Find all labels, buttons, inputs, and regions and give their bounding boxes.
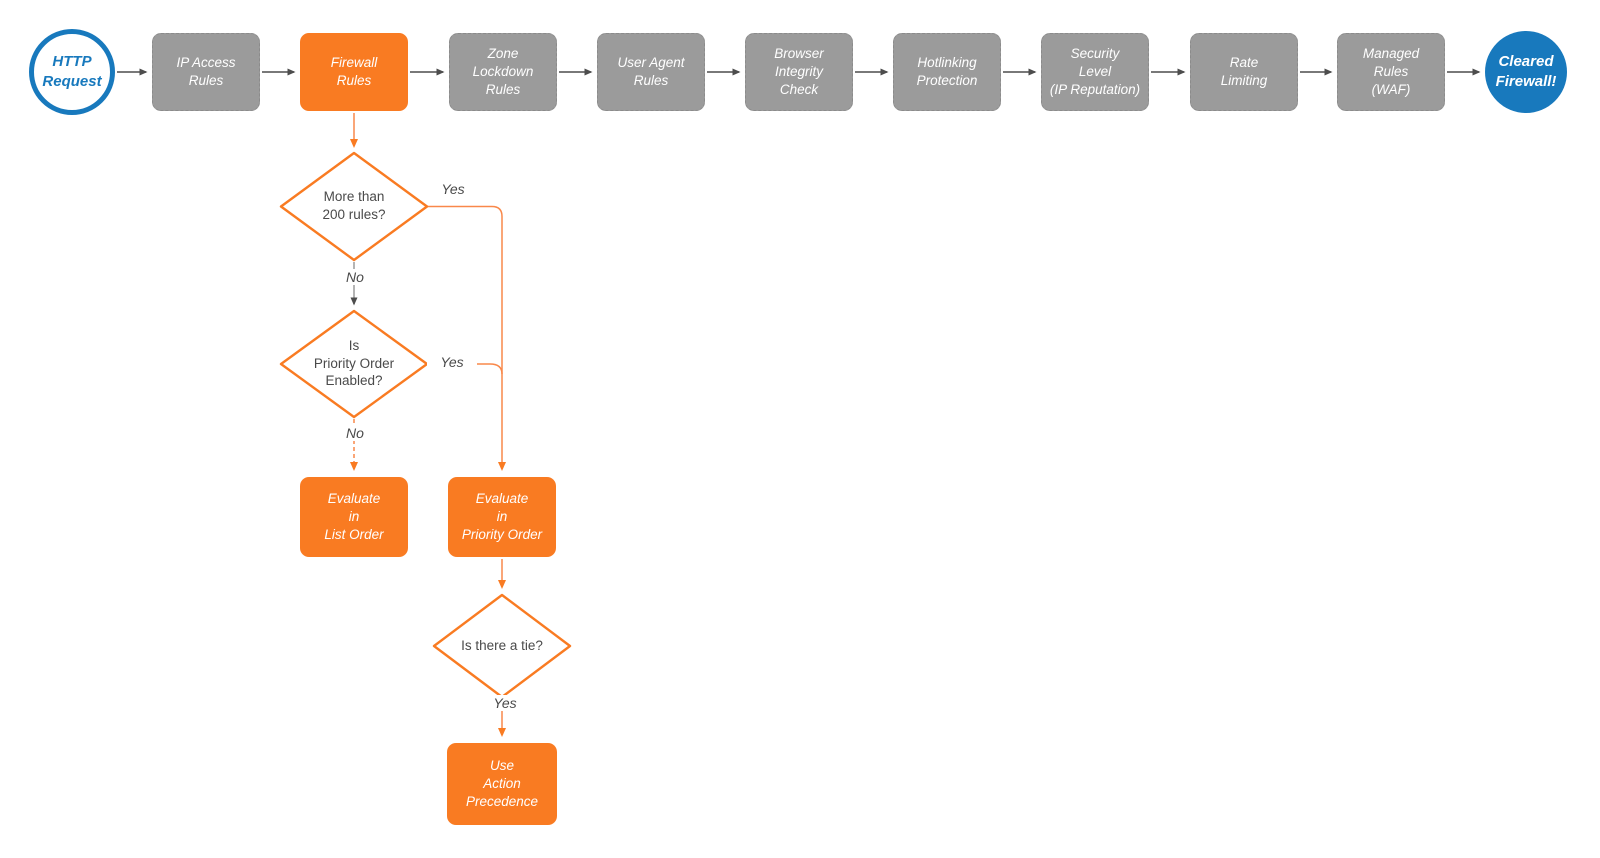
arrow-decision1-yes-to-priority-order	[426, 205, 506, 471]
node-cleared-firewall: Cleared Firewall!	[1485, 31, 1567, 113]
node-label: Evaluate in List Order	[324, 491, 384, 542]
edge-label-decision2-yes: Yes	[427, 354, 477, 370]
arrow-decision2-yes-join	[426, 363, 503, 375]
node-label: User Agent Rules	[617, 55, 685, 88]
node-label: Firewall Rules	[330, 55, 378, 88]
decision-priority-order-enabled-shape	[279, 309, 429, 419]
node-zone-lockdown-rules: Zone Lockdown Rules	[449, 33, 557, 111]
edge-label-decision1-yes: Yes	[428, 181, 478, 197]
node-security-level-ip-reputation: Security Level (IP Reputation)	[1041, 33, 1149, 111]
node-label: Cleared Firewall!	[1495, 53, 1557, 90]
edge-label-decision1-no: No	[332, 269, 378, 285]
node-label: HTTP Request	[42, 53, 102, 90]
node-label: Hotlinking Protection	[916, 55, 978, 88]
node-label: Security Level (IP Reputation)	[1049, 46, 1141, 97]
node-evaluate-in-priority-order: Evaluate in Priority Order	[448, 477, 556, 557]
node-firewall-rules: Firewall Rules	[300, 33, 408, 111]
node-use-action-precedence: Use Action Precedence	[447, 743, 557, 825]
node-user-agent-rules: User Agent Rules	[597, 33, 705, 111]
node-managed-rules-waf: Managed Rules (WAF)	[1337, 33, 1445, 111]
node-browser-integrity-check: Browser Integrity Check	[745, 33, 853, 111]
decision-priority-order-enabled-label: Is Priority Order Enabled?	[313, 338, 395, 389]
node-label: Use Action Precedence	[465, 758, 539, 809]
decision-more-than-200-rules-shape	[279, 151, 429, 262]
decision-more-than-200-rules-label: More than 200 rules?	[322, 189, 386, 222]
node-label: Rate Limiting	[1220, 55, 1268, 88]
edge-label-decision2-no: No	[332, 425, 378, 441]
edge-label-decision3-yes: Yes	[480, 695, 530, 711]
node-rate-limiting: Rate Limiting	[1190, 33, 1298, 111]
node-label: Browser Integrity Check	[774, 46, 824, 97]
node-label: IP Access Rules	[176, 55, 236, 88]
node-evaluate-in-list-order: Evaluate in List Order	[300, 477, 408, 557]
node-label: Evaluate in Priority Order	[461, 491, 543, 542]
node-label: Managed Rules (WAF)	[1362, 46, 1420, 97]
node-label: Zone Lockdown Rules	[472, 46, 534, 97]
node-hotlinking-protection: Hotlinking Protection	[893, 33, 1001, 111]
node-ip-access-rules: IP Access Rules	[152, 33, 260, 111]
node-http-request: HTTP Request	[29, 29, 115, 115]
decision-is-there-a-tie-label: Is there a tie?	[461, 638, 543, 653]
